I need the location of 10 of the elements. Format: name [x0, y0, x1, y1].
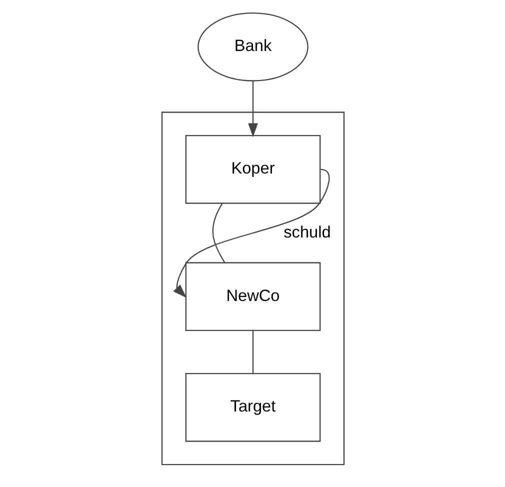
connector — [252, 330, 254, 374]
edge-label: schuld — [283, 223, 330, 242]
node-box: NewCo — [184, 262, 320, 331]
connector — [212, 203, 225, 263]
node-ellipse: Bank — [197, 12, 308, 82]
arrow — [172, 168, 330, 298]
cluster — [160, 112, 344, 466]
arrow — [248, 80, 258, 138]
node-box: Target — [184, 373, 320, 442]
node-box: Koper — [184, 135, 320, 204]
